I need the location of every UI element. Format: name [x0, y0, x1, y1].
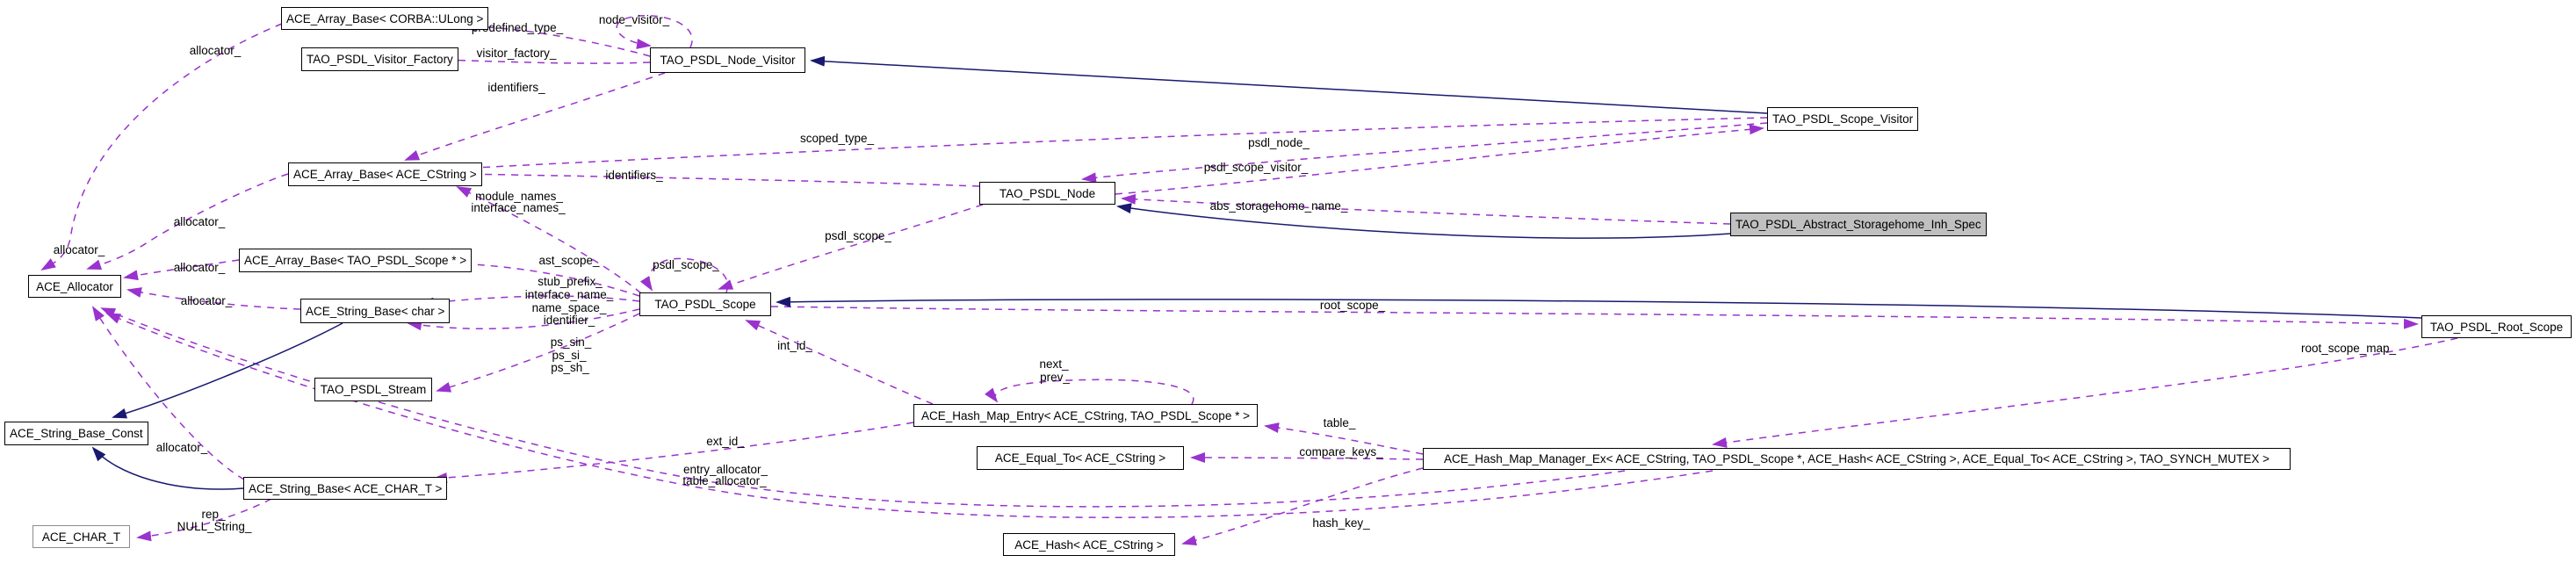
edge-member-label: abs_storagehome_name_	[1209, 199, 1348, 213]
usage-edge-line	[407, 308, 640, 331]
class-node-tao-psdl-stream[interactable]: TAO_PSDL_Stream	[314, 378, 432, 401]
edge-member-label: allocator_	[180, 294, 233, 307]
edge-member-label: psdl_scope_	[825, 229, 891, 242]
usage-edge-line	[123, 259, 240, 281]
edge-member-label: allocator_	[155, 441, 208, 454]
usage-edge-line	[1181, 467, 1424, 546]
edge-member-label: interface_name_	[524, 288, 614, 301]
class-node-tao-psdl-abstract-storagehome-inh-spec: TAO_PSDL_Abstract_Storagehome_Inh_Spec	[1730, 213, 1987, 236]
edge-member-label: ext_id_	[706, 435, 745, 448]
edge-member-label: root_scope_	[1319, 299, 1386, 312]
edge-member-label: ast_scope_	[538, 254, 600, 267]
usage-edge-line	[100, 307, 1626, 508]
usage-edge-line	[105, 313, 1714, 518]
usage-edge-line	[985, 379, 1194, 405]
usage-edge-line	[745, 320, 934, 405]
edge-member-label: identifiers_	[487, 81, 545, 94]
edge-member-label: hash_key_	[1312, 516, 1370, 530]
usage-edge-line	[436, 313, 640, 393]
edge-member-label: entry_allocator_	[682, 463, 768, 476]
class-node-ace-char-t: ACE_CHAR_T	[32, 525, 130, 548]
edge-member-label: allocator_	[53, 243, 105, 256]
usage-edge-line	[639, 257, 729, 293]
usage-edge-line	[770, 306, 2419, 329]
inheritance-edge-line	[1116, 203, 1731, 239]
edge-member-label: ps_sh_	[551, 361, 589, 374]
edge-member-label: table_	[1323, 416, 1356, 429]
edge-member-label: NULL_String_	[177, 520, 252, 533]
usage-edge-line	[40, 23, 283, 271]
edge-member-label: name_space_	[531, 301, 607, 314]
class-node-ace-array-base-tao-psdl-scope[interactable]: ACE_Array_Base< TAO_PSDL_Scope * >	[239, 249, 473, 272]
class-node-ace-hash-map-entry[interactable]: ACE_Hash_Map_Entry< ACE_CString, TAO_PSD…	[913, 404, 1258, 427]
edge-member-label: allocator_	[173, 215, 226, 228]
usage-edge-line	[1121, 193, 1731, 225]
edge-member-label: stub_prefix_	[538, 275, 603, 288]
edge-member-label: scoped_type_	[799, 132, 875, 145]
edge-member-label: visitor_factory_	[476, 47, 557, 60]
inheritance-edge-line	[91, 446, 244, 490]
class-node-tao-psdl-root-scope[interactable]: TAO_PSDL_Root_Scope	[2421, 315, 2572, 338]
usage-edge-line	[616, 14, 693, 49]
usage-edge-line	[136, 498, 272, 542]
edge-member-label: psdl_scope_visitor_	[1203, 161, 1309, 174]
edge-member-label: identifiers_	[605, 169, 663, 182]
usage-edge-line	[456, 186, 642, 294]
edge-member-label: compare_keys_	[1299, 445, 1383, 458]
edge-member-label: module_names_	[475, 190, 563, 203]
edge-member-label: allocator_	[189, 44, 242, 57]
edge-member-label: int_id_	[777, 339, 812, 352]
edge-member-label: allocator_	[173, 261, 226, 274]
usage-edge-line	[1190, 452, 1424, 464]
usage-edge-line	[456, 117, 1768, 174]
edge-member-label: predefined_type_	[471, 21, 564, 34]
edge-member-label: ps_si_	[552, 349, 587, 362]
edge-member-label: identifier_	[543, 314, 595, 327]
class-node-tao-psdl-node-visitor[interactable]: TAO_PSDL_Node_Visitor	[650, 47, 805, 73]
edge-member-label: psdl_scope_	[653, 258, 719, 271]
usage-edge-line	[718, 204, 984, 290]
edge-member-label: ps_sin_	[550, 336, 592, 349]
class-node-ace-hash-ace-cstring[interactable]: ACE_Hash< ACE_CString >	[1003, 533, 1175, 556]
usage-edge-line	[432, 422, 914, 483]
edge-member-label: rep_	[201, 508, 226, 521]
usage-edge-line	[404, 72, 666, 161]
class-node-ace-allocator[interactable]: ACE_Allocator	[28, 275, 121, 298]
class-node-ace-array-base-corba-ulong[interactable]: ACE_Array_Base< CORBA::ULong >	[281, 7, 489, 30]
usage-edge-line	[442, 54, 651, 66]
usage-edge-line	[1264, 422, 1424, 455]
class-node-ace-hash-map-manager-ex[interactable]: ACE_Hash_Map_Manager_Ex< ACE_CString, TA…	[1423, 448, 2291, 470]
edge-member-label: next_	[1039, 357, 1069, 371]
edge-member-label: node_visitor_	[598, 13, 670, 26]
class-node-tao-psdl-scope[interactable]: TAO_PSDL_Scope	[639, 292, 771, 316]
class-node-ace-string-base-const[interactable]: ACE_String_Base_Const	[4, 422, 148, 445]
class-node-ace-string-base-char[interactable]: ACE_String_Base< char >	[300, 299, 451, 323]
inheritance-edge-line	[776, 296, 2422, 319]
edge-member-label: table_allocator_	[682, 474, 767, 487]
class-node-ace-array-base-ace-cstring[interactable]: ACE_Array_Base< ACE_CString >	[288, 162, 482, 186]
class-node-ace-string-base-ace-char-t[interactable]: ACE_String_Base< ACE_CHAR_T >	[243, 477, 448, 500]
usage-edge-line	[91, 306, 245, 480]
class-node-tao-psdl-node[interactable]: TAO_PSDL_Node	[979, 182, 1115, 205]
usage-edge-line	[461, 21, 651, 57]
usage-edge-line	[456, 169, 980, 187]
edge-member-label: psdl_node_	[1248, 136, 1310, 149]
edge-member-label: interface_names_	[471, 201, 566, 214]
inheritance-edge-line	[810, 55, 1768, 114]
edge-member-label: prev_	[1040, 371, 1070, 384]
usage-edge-line	[86, 173, 289, 270]
usage-edge-line	[1712, 337, 2458, 448]
class-node-ace-equal-to-ace-cstring[interactable]: ACE_Equal_To< ACE_CString >	[977, 446, 1184, 470]
usage-edge-line	[1081, 122, 1768, 184]
class-node-tao-psdl-visitor-factory[interactable]: TAO_PSDL_Visitor_Factory	[301, 47, 458, 71]
class-node-tao-psdl-scope-visitor[interactable]: TAO_PSDL_Scope_Visitor	[1767, 107, 1919, 131]
usage-edge-line	[453, 258, 640, 297]
inheritance-edge-line	[112, 322, 343, 419]
usage-edge-line	[126, 287, 301, 310]
edge-member-label: root_scope_map_	[2300, 342, 2397, 355]
